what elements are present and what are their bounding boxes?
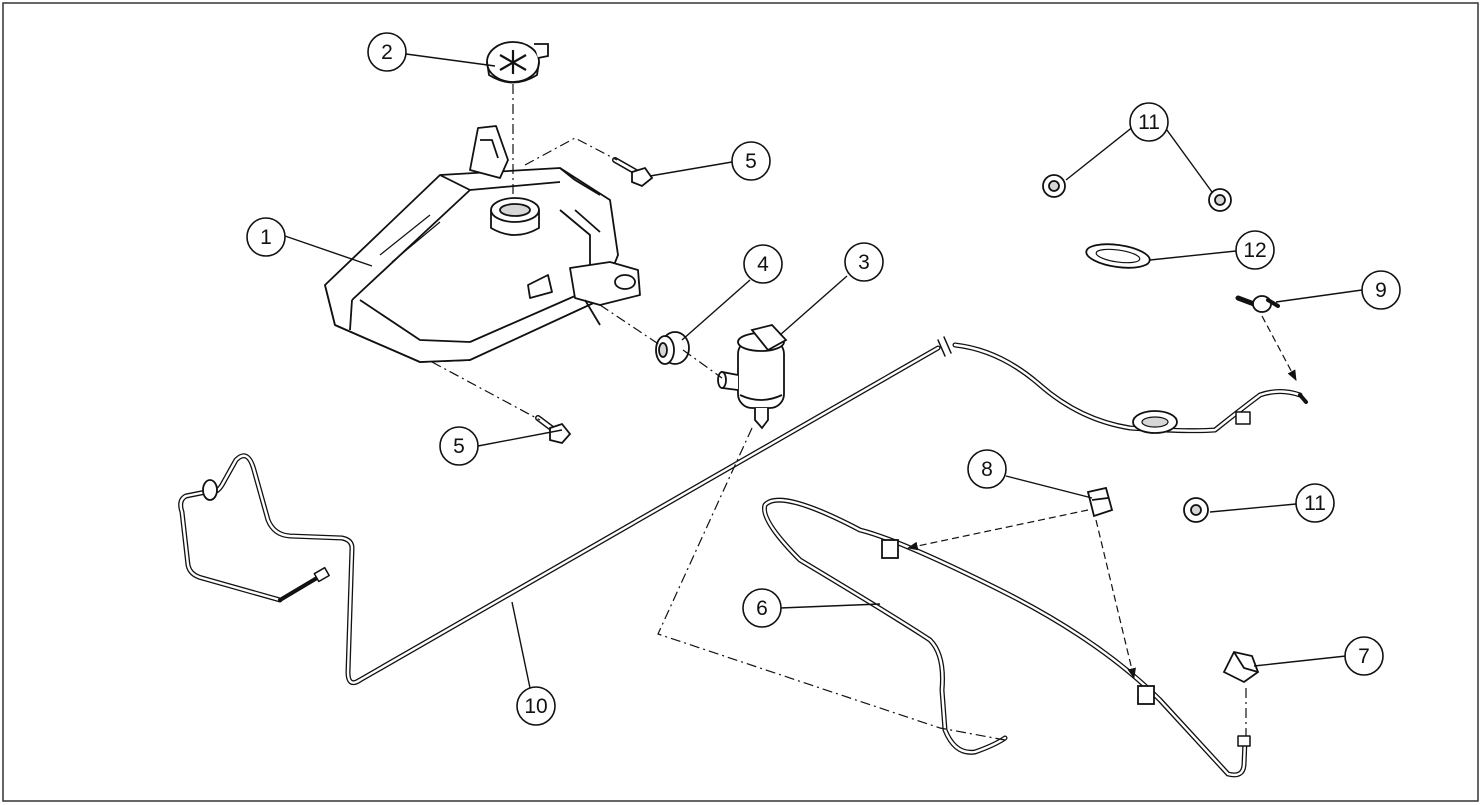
hose-6 [761,497,1251,778]
bolt-upper [612,157,654,188]
reservoir-cap [486,41,549,84]
callout-8: 8 [967,449,1007,489]
callout-5-lower: 5 [439,426,479,466]
push-nut-a [1042,174,1066,198]
callout-3-label: 3 [858,251,870,274]
push-nut-b [1208,188,1232,212]
washer-pump [717,323,788,430]
callout-2: 2 [367,32,407,72]
callout-12-label: 12 [1243,239,1266,262]
hose-clip-8 [1086,486,1114,518]
callout-7-label: 7 [1358,645,1370,668]
callout-11-lower: 11 [1295,483,1335,523]
alignment-lines [431,84,1247,741]
callout-9-label: 9 [1375,279,1387,302]
callout-10-label: 10 [524,695,547,718]
leader-lines [284,53,1363,689]
callout-8-label: 8 [981,458,993,481]
hose-clip-mounted-a [881,539,899,559]
callout-6: 6 [742,588,782,628]
callout-4-label: 4 [757,253,769,276]
callout-6-label: 6 [756,597,768,620]
check-valve [1235,295,1280,313]
callout-3: 3 [844,242,884,282]
arrow-lines [906,315,1297,680]
callout-1: 1 [246,217,286,257]
callout-10: 10 [516,686,556,726]
callout-9: 9 [1361,270,1401,310]
hose-clip-mounted-b [1137,685,1155,705]
hose-10 [178,336,1308,686]
callout-7: 7 [1344,636,1384,676]
callout-11-upper: 11 [1129,102,1169,142]
callout-4: 4 [743,244,783,284]
callout-1-label: 1 [260,226,272,249]
callout-5-lower-label: 5 [453,435,465,458]
callout-11-lower-label: 11 [1304,492,1326,515]
callout-11-upper-label: 11 [1138,111,1160,134]
push-nut-c [1183,497,1209,523]
callout-12: 12 [1235,230,1275,270]
pump-grommet [655,331,690,365]
callout-5-upper-label: 5 [745,150,757,173]
washer-reservoir [324,125,641,363]
callout-5-upper: 5 [731,141,771,181]
bolt-lower [535,415,572,445]
washer-nozzle [1222,650,1260,684]
callout-2-label: 2 [381,41,393,64]
access-plug [1085,243,1151,269]
